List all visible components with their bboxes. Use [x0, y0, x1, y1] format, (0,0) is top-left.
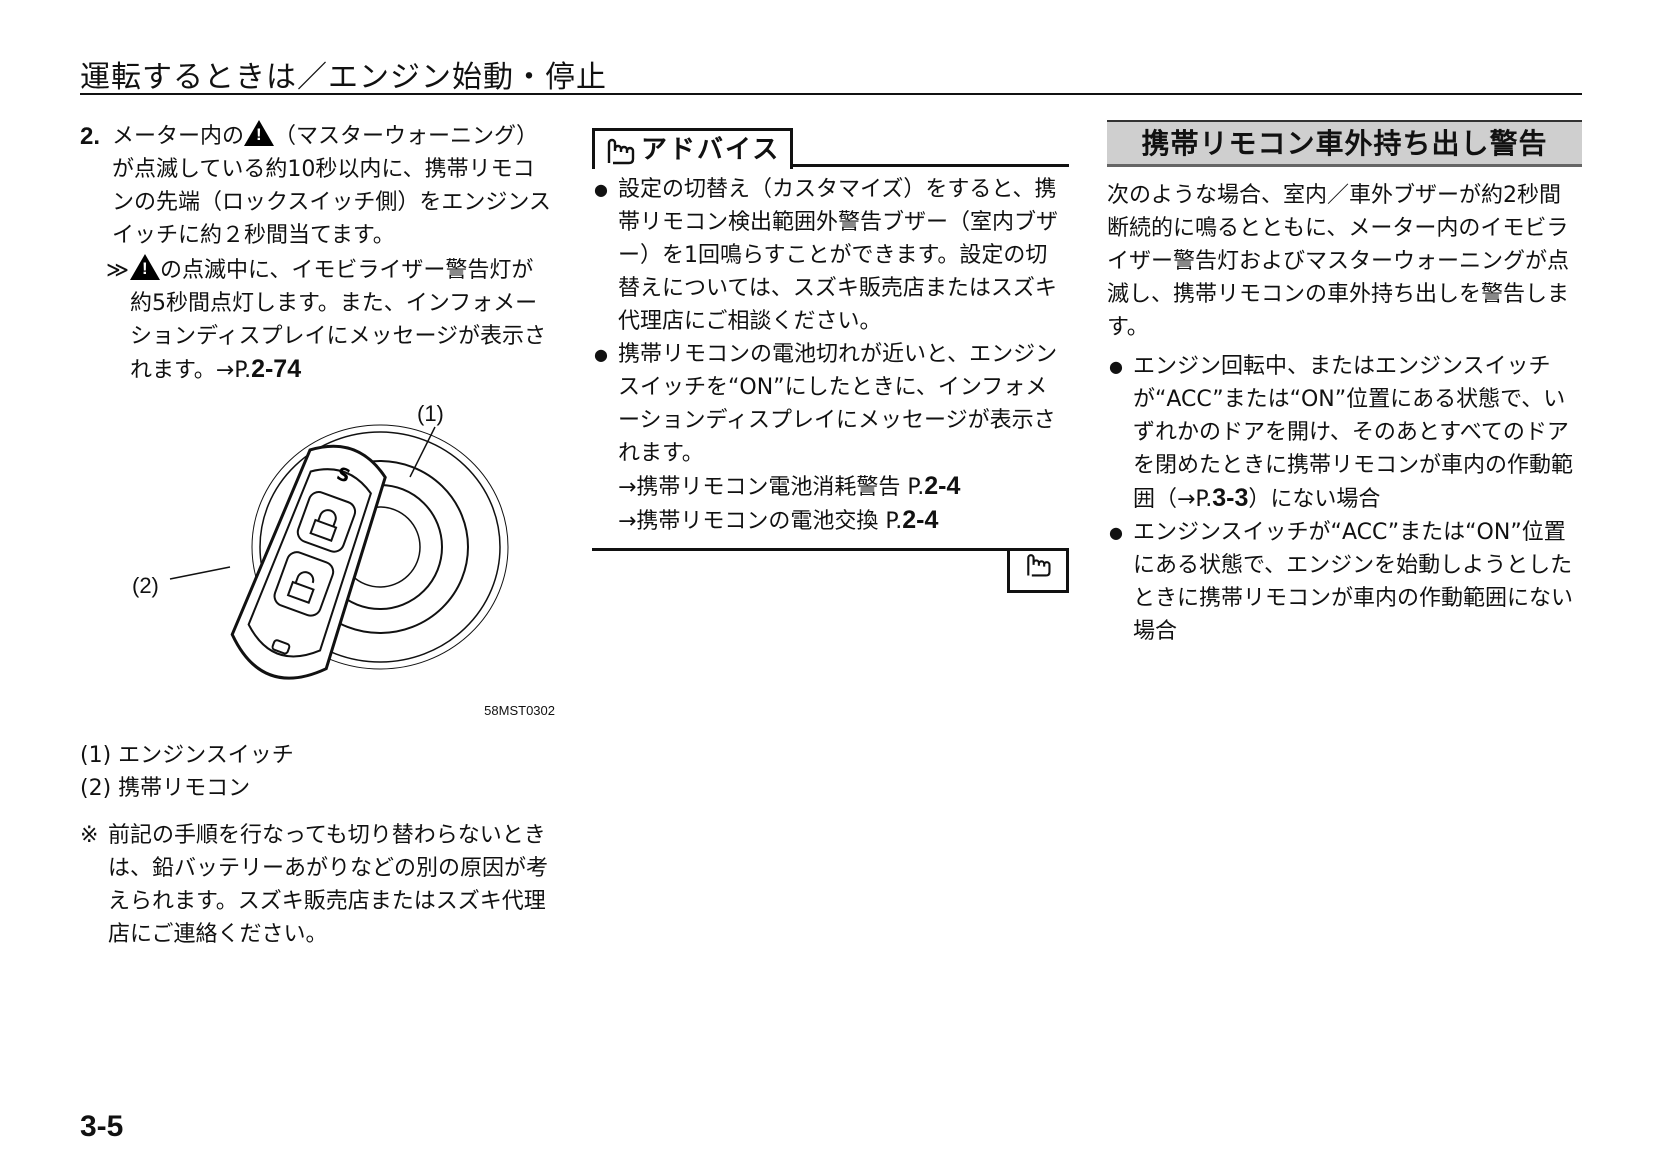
step-2-note: ≫ の点滅中に、イモビライザー警告灯が約5秒間点灯します。また、インフォメーショ…	[80, 254, 555, 387]
page-header-title: 運転するときは／エンジン始動・停止	[80, 60, 607, 95]
section-bullet-1: エンジン回転中、またはエンジンスイッチが“ACC”または“ON”位置にある状態で…	[1107, 350, 1582, 516]
legend-item-1: (1) エンジンスイッチ	[80, 743, 294, 768]
pointing-hand-icon	[1023, 550, 1053, 588]
pointing-hand-icon	[603, 135, 637, 165]
section-bullet-1-text-a: エンジン回転中、またはエンジンスイッチが“ACC”または“ON”位置にある状態で…	[1133, 354, 1574, 512]
section-bullet-1-text-b: ）にない場合	[1248, 487, 1381, 512]
smart-key-figure: S (1) (2) 58MST0302	[80, 397, 555, 727]
left-column: 2. メーター内の（マスターウォーニング）が点滅している約10秒以内に、携帯リモ…	[80, 120, 555, 951]
figure-code: 58MST0302	[484, 703, 555, 718]
advice-title-box: アドバイス	[592, 128, 794, 169]
advice-bullet-2: 携帯リモコンの電池切れが近いと、エンジンスイッチを“ON”にしたときに、インフォ…	[592, 338, 1069, 470]
remark-text: 前記の手順を行なっても切り替わらないときは、鉛バッテリーあがりなどの別の原因が考…	[108, 823, 549, 947]
advice-end-marker	[1007, 548, 1069, 593]
page-number: 3-5	[80, 1110, 124, 1143]
right-column: 携帯リモコン車外持ち出し警告 次のような場合、室内／車外ブザーが約2秒間断続的に…	[1107, 120, 1582, 648]
step-text-b: （マスターウォーニング）が点滅している約10秒以内に、携帯リモコンの先端（ロック…	[112, 124, 551, 248]
advice-bullets: 設定の切替え（カスタマイズ）をすると、携帯リモコン検出範囲外警告ブザー（室内ブザ…	[592, 173, 1069, 470]
callout-1-label: (1)	[417, 401, 444, 426]
legend-item-2: (2) 携帯リモコン	[80, 776, 251, 801]
section-intro: 次のような場合、室内／車外ブザーが約2秒間断続的に鳴るとともに、メーター内のイモ…	[1107, 183, 1570, 340]
callout-2-label: (2)	[132, 573, 159, 598]
header-divider	[80, 93, 1582, 95]
advice-title: アドバイス	[641, 134, 781, 165]
advice-link-2-ref: 2-4	[902, 506, 939, 534]
section-bullet-1-ref[interactable]: 3-3	[1212, 484, 1249, 512]
advice-bullet-2-text: 携帯リモコンの電池切れが近いと、エンジンスイッチを“ON”にしたときに、インフォ…	[618, 342, 1058, 466]
advice-top-rule	[592, 164, 1069, 167]
advice-link-2-text: →携帯リモコンの電池交換 P.	[618, 509, 903, 534]
step-text-a: メーター内の	[112, 124, 245, 149]
master-warning-icon	[244, 120, 275, 146]
remark-mark: ※	[80, 823, 99, 848]
step-2: 2. メーター内の（マスターウォーニング）が点滅している約10秒以内に、携帯リモ…	[80, 120, 555, 252]
advice-bullet-1: 設定の切替え（カスタマイズ）をすると、携帯リモコン検出範囲外警告ブザー（室内ブザ…	[592, 173, 1069, 338]
remark: ※ 前記の手順を行なっても切り替わらないときは、鉛バッテリーあがりなどの別の原因…	[80, 819, 555, 951]
advice-bottom-rule	[592, 548, 1069, 551]
advice-header: アドバイス	[592, 120, 1069, 169]
master-warning-icon	[130, 254, 160, 280]
advice-link-2[interactable]: →携帯リモコンの電池交換 P.2-4	[592, 504, 1069, 538]
smart-key-illustration: S	[169, 424, 509, 680]
note-page-ref: 2-74	[251, 355, 302, 383]
section-bullet-2: エンジンスイッチが“ACC”または“ON”位置にある状態で、エンジンを始動しよう…	[1107, 516, 1582, 648]
section-title: 携帯リモコン車外持ち出し警告	[1107, 120, 1582, 167]
advice-link-1[interactable]: →携帯リモコン電池消耗警告 P.2-4	[592, 470, 1069, 504]
step-number: 2.	[80, 123, 101, 150]
advice-column: アドバイス 設定の切替え（カスタマイズ）をすると、携帯リモコン検出範囲外警告ブザ…	[592, 120, 1069, 593]
note-mark: ≫	[106, 258, 130, 283]
advice-link-1-text: →携帯リモコン電池消耗警告 P.	[618, 475, 925, 500]
advice-link-1-ref: 2-4	[924, 472, 961, 500]
figure-legend: (1) エンジンスイッチ (2) 携帯リモコン	[80, 739, 555, 805]
note-text: の点滅中に、イモビライザー警告灯が約5秒間点灯します。また、インフォメーションデ…	[130, 258, 547, 383]
section-bullets: エンジン回転中、またはエンジンスイッチが“ACC”または“ON”位置にある状態で…	[1107, 350, 1582, 648]
